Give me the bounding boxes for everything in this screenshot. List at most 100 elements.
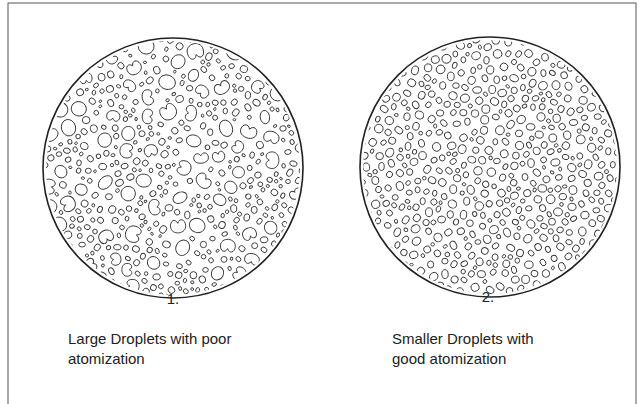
- droplet: [474, 177, 482, 185]
- droplet: [148, 199, 161, 216]
- droplet: [231, 108, 241, 118]
- droplet: [372, 169, 378, 175]
- droplet: [453, 83, 460, 89]
- droplet: [203, 267, 209, 272]
- droplet: [442, 258, 448, 264]
- droplet: [249, 185, 253, 189]
- droplet: [582, 189, 590, 197]
- droplet: [375, 115, 381, 122]
- droplet: [114, 170, 122, 177]
- droplet: [84, 224, 91, 230]
- droplet: [472, 86, 482, 94]
- droplet: [93, 243, 102, 252]
- droplet: [260, 152, 264, 156]
- droplet: [244, 103, 252, 112]
- droplet: [93, 170, 96, 174]
- droplet: [405, 126, 409, 130]
- droplet: [472, 211, 478, 217]
- droplet: [370, 148, 375, 153]
- droplet: [223, 108, 228, 114]
- droplet: [282, 113, 290, 121]
- droplet: [210, 45, 213, 49]
- droplet: [232, 83, 236, 87]
- droplet: [273, 171, 278, 177]
- droplet: [90, 217, 96, 223]
- droplet: [266, 176, 273, 183]
- droplet: [367, 137, 378, 148]
- droplet: [220, 65, 227, 71]
- droplet: [548, 218, 555, 225]
- droplet: [509, 191, 519, 201]
- droplet: [79, 151, 84, 156]
- droplet: [237, 211, 243, 217]
- droplet: [158, 283, 165, 290]
- droplet: [586, 102, 597, 113]
- droplet: [433, 249, 442, 258]
- droplet: [54, 192, 59, 197]
- droplet: [499, 109, 502, 113]
- droplet: [540, 156, 548, 164]
- droplet: [528, 78, 537, 88]
- droplet: [522, 150, 530, 158]
- droplet: [99, 88, 105, 94]
- droplet: [163, 189, 168, 194]
- droplet: [175, 41, 185, 51]
- droplet: [193, 171, 213, 191]
- droplet: [380, 195, 384, 198]
- droplet: [75, 167, 81, 174]
- droplet: [157, 133, 160, 136]
- droplet: [471, 128, 479, 136]
- spray-circle: [360, 37, 620, 297]
- droplet: [370, 199, 381, 210]
- droplet: [422, 218, 430, 226]
- droplet: [503, 108, 513, 118]
- droplet: [477, 270, 486, 278]
- droplet: [428, 271, 440, 283]
- droplet: [194, 83, 211, 100]
- droplet: [556, 226, 564, 233]
- droplet: [565, 239, 573, 246]
- droplet: [201, 254, 206, 259]
- droplet: [479, 125, 489, 135]
- droplet: [436, 110, 444, 117]
- droplet: [134, 270, 141, 277]
- droplet: [175, 281, 180, 285]
- droplet: [437, 216, 445, 223]
- droplet: [466, 184, 476, 195]
- droplet: [578, 96, 587, 105]
- droplet: [468, 103, 473, 108]
- droplet: [184, 211, 190, 219]
- droplet: [374, 124, 384, 134]
- figure-number: 2.: [468, 287, 508, 307]
- droplet: [407, 206, 411, 210]
- droplet: [116, 61, 125, 70]
- droplet: [235, 72, 243, 80]
- droplet: [189, 203, 193, 206]
- droplet: [197, 101, 203, 107]
- droplet: [437, 177, 448, 188]
- droplet: [122, 263, 132, 276]
- droplet: [168, 137, 171, 140]
- droplet: [281, 138, 286, 143]
- droplet: [79, 242, 86, 247]
- droplet: [467, 75, 477, 85]
- droplet: [384, 128, 393, 137]
- droplet: [239, 65, 248, 74]
- droplet: [433, 124, 436, 128]
- droplet: [531, 95, 539, 102]
- droplet: [469, 230, 476, 238]
- droplet: [501, 207, 512, 218]
- droplet: [447, 211, 454, 219]
- droplet: [499, 219, 507, 227]
- droplet: [125, 59, 144, 77]
- droplet: [206, 249, 212, 255]
- droplet: [536, 112, 545, 121]
- droplet: [548, 134, 557, 143]
- droplet: [405, 199, 411, 204]
- droplet: [505, 84, 510, 89]
- droplet: [453, 250, 462, 259]
- droplet: [569, 197, 574, 202]
- droplet: [404, 113, 411, 121]
- droplet: [510, 58, 517, 65]
- droplet: [120, 185, 137, 202]
